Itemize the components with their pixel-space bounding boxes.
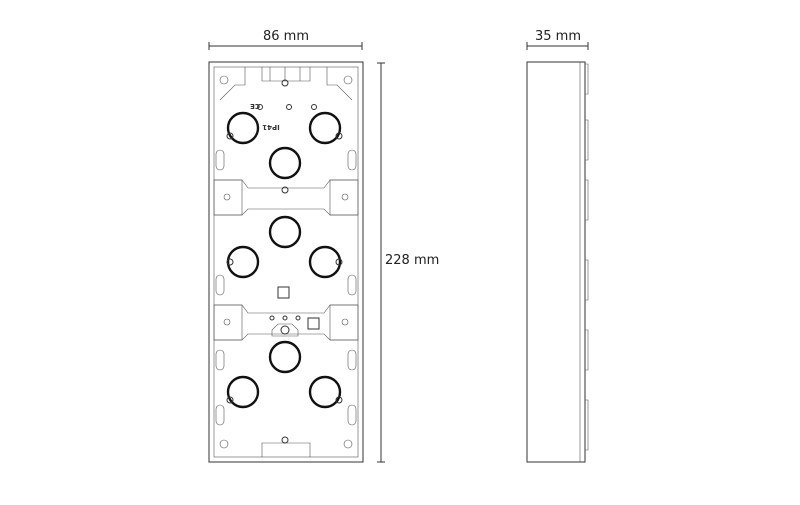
ce-marking: CE [250, 102, 260, 110]
ip-rating-marking: IP41 [262, 123, 280, 131]
side-view-box [526, 61, 589, 463]
width-dimension: 86 mm [208, 29, 363, 50]
depth-dimension: 35 mm [526, 29, 589, 50]
height-label: 228 mm [385, 253, 439, 268]
front-view-box: IP41 CE [208, 61, 364, 463]
width-label: 86 mm [263, 29, 309, 44]
height-dimension: 228 mm [377, 62, 439, 463]
depth-label: 35 mm [535, 29, 581, 44]
